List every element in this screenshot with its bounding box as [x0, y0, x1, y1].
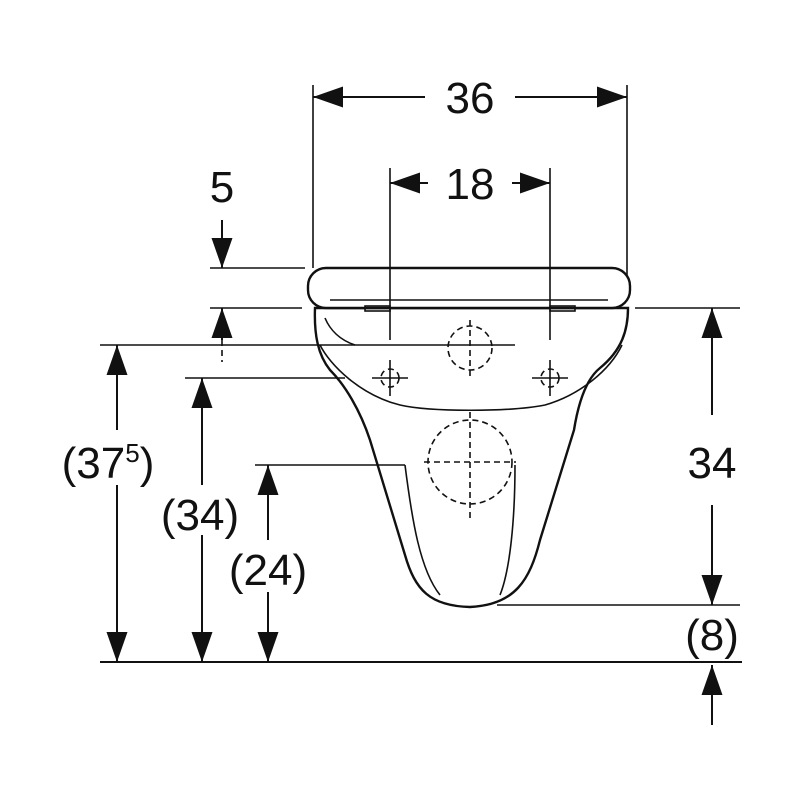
dimension-pan-top-height: (375): [50, 344, 515, 662]
toilet-pan: [313, 306, 630, 609]
dimension-overall-width: 36: [312, 74, 628, 275]
dimension-label-34-bracket: (34): [161, 491, 239, 540]
fixing-point-right: [532, 360, 568, 396]
dimension-seat-offset: 5: [210, 163, 305, 362]
dimension-fixing-height: (34): [150, 377, 345, 662]
fixing-point-left: [372, 360, 408, 396]
inlet-circle: [447, 320, 493, 378]
dimension-label-8: (8): [685, 611, 739, 660]
dimension-label-5: 5: [210, 163, 234, 212]
dimension-height-right: 34 (8): [497, 307, 740, 725]
dimension-outlet-height: (24): [220, 464, 405, 662]
toilet-seat: [306, 266, 632, 312]
outlet-circle: [424, 412, 516, 520]
dimension-label-18: 18: [446, 160, 495, 209]
dimension-label-36: 36: [446, 74, 495, 123]
dimension-label-37-5: (375): [62, 438, 155, 488]
dimension-label-24: (24): [229, 546, 307, 595]
dimension-fixing-spacing: 18: [389, 160, 551, 340]
dimension-label-34: 34: [688, 439, 737, 488]
